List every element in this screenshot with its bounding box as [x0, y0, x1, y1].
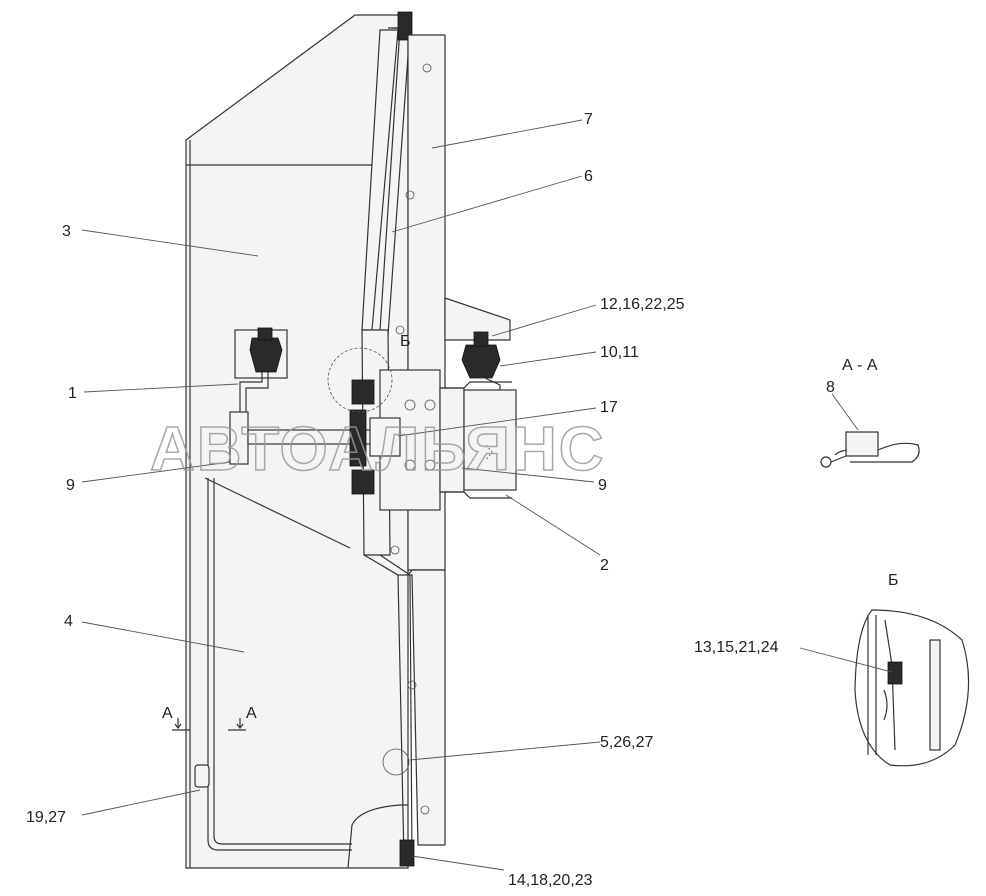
label-9-right: 9 [598, 477, 607, 494]
label-4: 4 [64, 613, 73, 630]
view-b-ref-label: Б [400, 333, 411, 350]
tube [194, 477, 410, 851]
label-2: 2 [600, 557, 609, 574]
section-aa-detail: А - А [820, 357, 920, 468]
right-mount [461, 331, 501, 395]
label-9-left: 9 [66, 477, 75, 494]
label-6: 6 [584, 168, 593, 185]
section-aa-title: А - А [842, 357, 878, 374]
label-1: 1 [68, 385, 77, 402]
watermark-text: АВТОАЛЬЯНС [150, 415, 606, 484]
label-17: 17 [600, 399, 618, 416]
label-13-15-21-24: 13,15,21,24 [694, 639, 779, 656]
leader-lines [81, 119, 893, 871]
label-3: 3 [62, 223, 71, 240]
left-mount [234, 327, 288, 440]
label-14-18-20-23: 14,18,20,23 [508, 872, 593, 889]
label-12-16-22-25: 12,16,22,25 [600, 296, 685, 313]
view-b-title: Б [888, 572, 899, 589]
label-5-26-27: 5,26,27 [600, 734, 653, 751]
section-cut-marks: А А [162, 705, 257, 731]
part-labels: 7 6 3 12,16,22,25 10,11 8 1 17 9 9 2 4 1… [26, 111, 835, 889]
view-b-detail: Б [854, 572, 970, 767]
label-10-11: 10,11 [600, 344, 639, 361]
cut-label-a-right: А [246, 705, 257, 722]
hub-assembly [379, 369, 517, 511]
cut-label-a-left: А [162, 705, 173, 722]
label-8: 8 [826, 379, 835, 396]
label-7: 7 [584, 111, 593, 128]
label-19-27: 19,27 [26, 809, 66, 826]
view-b-reference: Б [327, 333, 411, 413]
through-bolt [229, 379, 401, 495]
